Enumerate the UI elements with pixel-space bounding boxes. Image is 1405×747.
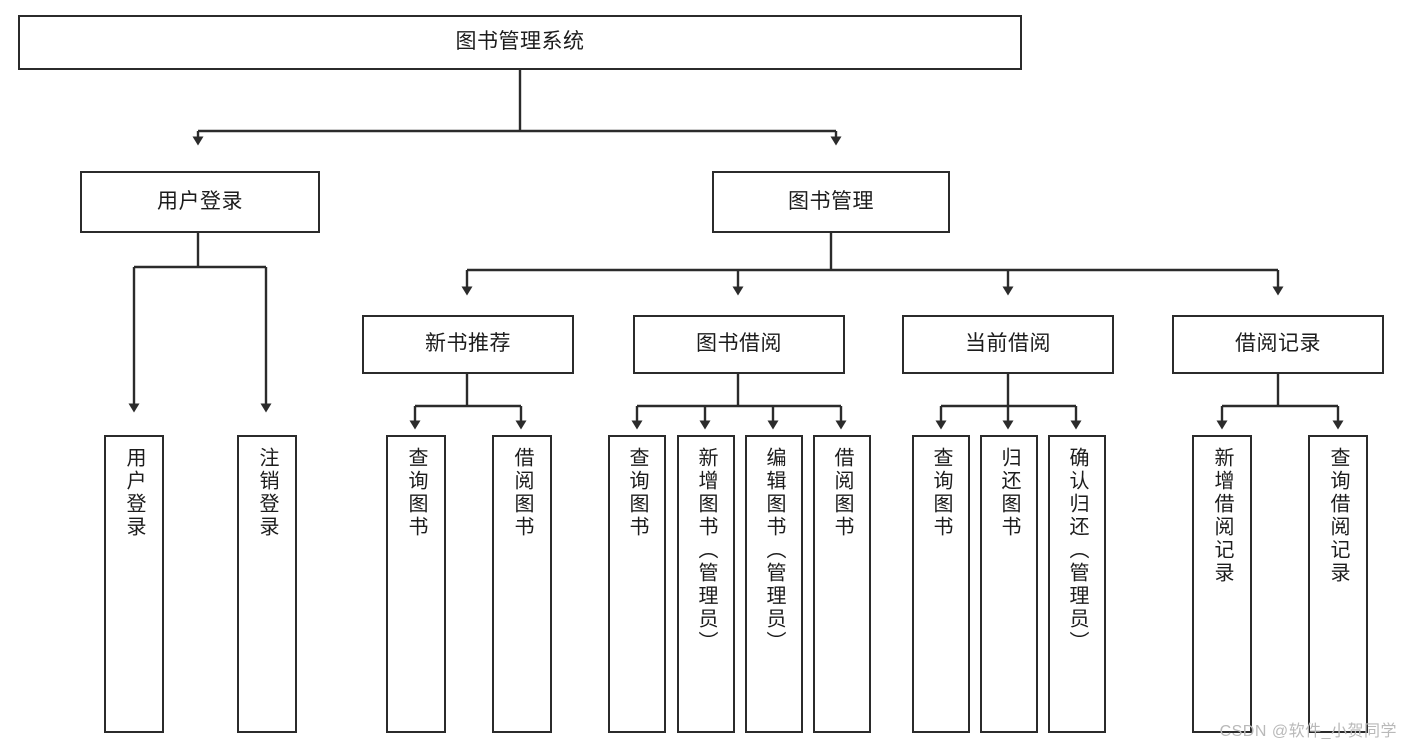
node-leaf-add-book-admin[interactable]: 新增图书（管理员）: [677, 435, 735, 733]
node-leaf-add-record-label: 新增借阅记录: [1211, 447, 1233, 585]
node-new-book-recommendation[interactable]: 新书推荐: [362, 315, 574, 374]
node-leaf-query-book-borrowing[interactable]: 查询图书: [608, 435, 666, 733]
node-borrowing-record[interactable]: 借阅记录: [1172, 315, 1384, 374]
node-book-borrowing-label: 图书借阅: [696, 332, 782, 356]
node-root-label: 图书管理系统: [455, 30, 585, 54]
node-leaf-query-book-2-label: 查询图书: [626, 447, 648, 539]
node-leaf-borrow-book-1-label: 借阅图书: [511, 447, 533, 539]
node-leaf-return-book-label: 归还图书: [998, 447, 1020, 539]
node-book-management[interactable]: 图书管理: [712, 171, 950, 233]
node-leaf-borrow-book-recommendation[interactable]: 借阅图书: [492, 435, 552, 733]
node-leaf-confirm-return-label: 确认归还（管理员）: [1066, 447, 1088, 654]
node-leaf-return-book[interactable]: 归还图书: [980, 435, 1038, 733]
node-leaf-edit-book-label: 编辑图书（管理员）: [763, 447, 785, 654]
node-leaf-user-logout[interactable]: 注销登录: [237, 435, 297, 733]
node-leaf-add-book-label: 新增图书（管理员）: [695, 447, 717, 654]
csdn-watermark: CSDN @软件_小贺同学: [1219, 723, 1397, 740]
node-leaf-query-record-label: 查询借阅记录: [1327, 447, 1349, 585]
node-borrowing-record-label: 借阅记录: [1235, 332, 1321, 356]
node-leaf-edit-book-admin[interactable]: 编辑图书（管理员）: [745, 435, 803, 733]
node-root-book-management-system[interactable]: 图书管理系统: [18, 15, 1022, 70]
node-leaf-borrow-book-2-label: 借阅图书: [831, 447, 853, 539]
node-leaf-query-book-recommendation[interactable]: 查询图书: [386, 435, 446, 733]
node-leaf-query-borrowing-record[interactable]: 查询借阅记录: [1308, 435, 1368, 733]
node-leaf-query-book-3-label: 查询图书: [930, 447, 952, 539]
node-leaf-query-book-current[interactable]: 查询图书: [912, 435, 970, 733]
node-user-login[interactable]: 用户登录: [80, 171, 320, 233]
node-current-borrowing-label: 当前借阅: [965, 332, 1051, 356]
node-new-book-recommendation-label: 新书推荐: [425, 332, 511, 356]
node-leaf-query-book-1-label: 查询图书: [405, 447, 427, 539]
node-leaf-confirm-return-admin[interactable]: 确认归还（管理员）: [1048, 435, 1106, 733]
node-leaf-user-login[interactable]: 用户登录: [104, 435, 164, 733]
node-user-login-label: 用户登录: [157, 189, 243, 213]
node-book-borrowing[interactable]: 图书借阅: [633, 315, 845, 374]
node-leaf-borrow-book-borrowing[interactable]: 借阅图书: [813, 435, 871, 733]
node-book-management-label: 图书管理: [788, 189, 874, 213]
node-leaf-user-login-label: 用户登录: [123, 447, 145, 539]
node-leaf-user-logout-label: 注销登录: [256, 447, 278, 539]
node-current-borrowing[interactable]: 当前借阅: [902, 315, 1114, 374]
node-leaf-add-borrowing-record[interactable]: 新增借阅记录: [1192, 435, 1252, 733]
